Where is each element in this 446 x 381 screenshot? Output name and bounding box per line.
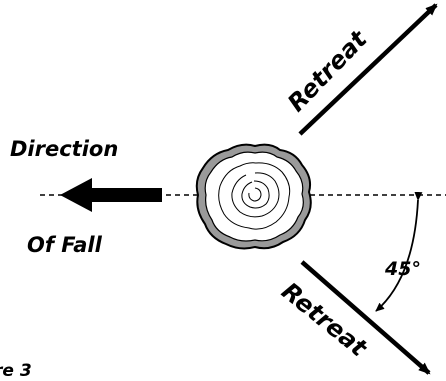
retreat-lower-label: Retreat	[276, 277, 373, 363]
growth-ring-4	[248, 187, 262, 202]
angle-label: 45°	[384, 258, 421, 280]
growth-ring-2	[231, 172, 280, 218]
growth-ring-3	[241, 180, 270, 209]
retreat-upper-arrow	[298, 3, 438, 136]
direction-label: Direction	[10, 137, 118, 161]
angle-arc	[375, 191, 423, 312]
of-fall-label: Of Fall	[27, 233, 103, 257]
retreat-upper-label: Retreat	[282, 24, 373, 117]
retreat-lower-arrow	[300, 260, 431, 375]
tree-stump	[195, 143, 312, 250]
direction-of-fall-arrow	[60, 178, 162, 212]
growth-ring-1	[218, 162, 291, 230]
figure-label: re 3	[0, 361, 32, 381]
